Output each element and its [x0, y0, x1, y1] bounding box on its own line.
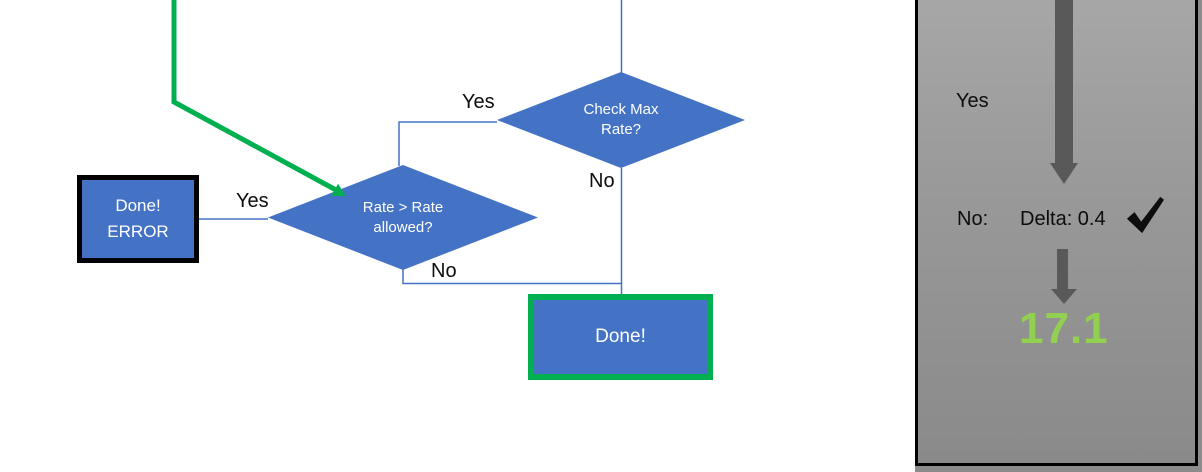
panel-yes-label: Yes: [956, 90, 989, 112]
green-path-line: [171, 0, 338, 193]
decision-rate-allowed: Rate > Rate allowed?: [268, 165, 538, 270]
decision-rate-allowed-text-line2: allowed?: [373, 218, 433, 236]
panel-no-label: No:: [957, 208, 989, 230]
label-yes-rate-allowed: Yes: [236, 190, 269, 212]
small-down-arrow-head-icon: [1051, 289, 1077, 304]
side-panel: Yes No: Delta: 0.4 17.1: [915, 0, 1202, 472]
checkmark-icon: [1125, 196, 1165, 234]
label-no-rate-allowed: No: [431, 260, 457, 282]
panel-result-value: 17.1: [1019, 304, 1109, 353]
panel-delta-value: Delta: 0.4: [1020, 208, 1106, 230]
small-down-arrow-shaft-icon: [1057, 249, 1068, 289]
big-down-arrow-head-icon: [1050, 163, 1078, 184]
decision-check-max-rate-text-line2: Rate?: [600, 121, 642, 138]
decision-check-max-rate: Check Max Rate?: [497, 72, 745, 168]
terminal-done-error-box: Done! ERROR: [77, 175, 199, 263]
done-error-text-line2: ERROR: [107, 222, 169, 241]
terminal-done-box: Done!: [528, 294, 713, 380]
big-down-arrow-shaft-icon: [1055, 0, 1073, 163]
connector-check-max-rate-yes: [398, 121, 497, 166]
done-text: Done!: [595, 326, 646, 347]
decision-check-max-rate-text-line1: Check Max: [583, 101, 659, 118]
decision-rate-allowed-text-line1: Rate > Rate: [362, 198, 444, 216]
done-error-text-line1: Done!: [115, 196, 161, 215]
label-no-check-max-rate: No: [589, 170, 615, 192]
label-yes-check-max-rate: Yes: [462, 91, 495, 113]
